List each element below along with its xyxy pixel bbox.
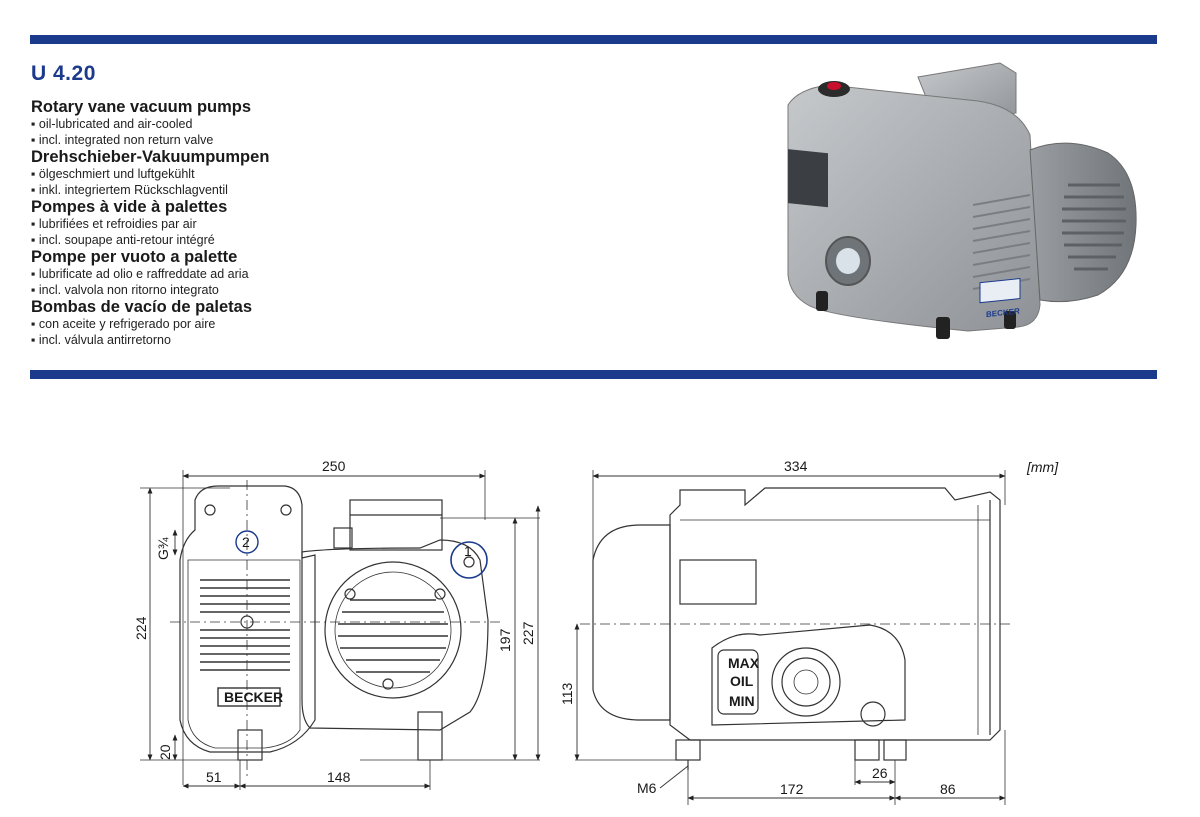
dim-front-height-mid: 197 <box>497 628 513 652</box>
oil-min-label: MIN <box>729 693 755 709</box>
dim-front-foot: 20 <box>157 744 173 760</box>
dim-front-offset-left: 51 <box>206 769 222 785</box>
description-bullet: ▪ con aceite y refrigerado por aire <box>31 317 216 331</box>
front-view <box>140 470 541 790</box>
dim-front-thread: G¾ <box>155 537 171 560</box>
bottom-divider-bar <box>30 370 1157 379</box>
description-title: Rotary vane vacuum pumps <box>31 98 252 116</box>
description-bullet: ▪ incl. integrated non return valve <box>31 132 214 147</box>
description-title: Bombas de vacío de paletas <box>31 298 253 316</box>
dim-side-foot-width: 26 <box>872 765 888 781</box>
dim-front-offset-mid: 148 <box>327 769 351 785</box>
callout-2: 2 <box>242 534 250 550</box>
description-block: Pompe per vuoto a palette▪ lubrificate a… <box>31 248 631 298</box>
dim-front-height-right: 227 <box>520 621 536 645</box>
oil-max-label: MAX <box>728 655 760 671</box>
dim-side-rear: 86 <box>940 781 956 797</box>
description-block: Bombas de vacío de paletas▪ con aceite y… <box>31 298 631 348</box>
dim-side-axis-height: 113 <box>559 682 575 705</box>
description-bullet: ▪ lubrificate ad olio e raffreddate ad a… <box>31 267 249 281</box>
description-block: Pompes à vide à palettes▪ lubrifiées et … <box>31 198 631 248</box>
description-bullet: ▪ ölgeschmiert und luftgekühlt <box>31 167 195 181</box>
description-bullet: ▪ oil-lubricated and air-cooled <box>31 117 193 131</box>
description-list: Rotary vane vacuum pumps▪ oil-lubricated… <box>31 98 631 348</box>
dim-side-base: 172 <box>780 781 804 797</box>
front-brand-label: BECKER <box>224 689 283 705</box>
description-title: Drehschieber-Vakuumpumpen <box>31 148 270 166</box>
description-block: Drehschieber-Vakuumpumpen▪ ölgeschmiert … <box>31 148 631 198</box>
oil-label: OIL <box>730 673 754 689</box>
description-bullet: ▪ lubrifiées et refroidies par air <box>31 217 197 231</box>
top-divider-bar <box>30 35 1157 44</box>
sight-glass-icon <box>836 248 860 274</box>
description-title: Pompe per vuoto a palette <box>31 248 238 266</box>
photo-brand-label: BECKER <box>986 307 1020 320</box>
oil-cap-icon <box>827 82 841 90</box>
dim-side-thread: M6 <box>637 780 657 796</box>
dim-front-width: 250 <box>322 458 346 474</box>
description-bullet: ▪ incl. válvula antirretorno <box>31 332 171 347</box>
pump-photo: BECKER <box>787 62 1137 339</box>
callout-1: 1 <box>464 543 472 559</box>
side-view <box>574 470 1010 805</box>
dim-front-height-total: 224 <box>133 616 149 640</box>
model-title: U 4.20 <box>31 62 96 85</box>
description-bullet: ▪ inkl. integriertem Rückschlagventil <box>31 182 228 197</box>
unit-label: [mm] <box>1026 459 1059 475</box>
description-bullet: ▪ incl. soupape anti-retour intégré <box>31 232 215 247</box>
dim-side-length: 334 <box>784 458 808 474</box>
cover-grille <box>1062 183 1126 271</box>
description-title: Pompes à vide à palettes <box>31 198 228 216</box>
description-bullet: ▪ incl. valvola non ritorno integrato <box>31 282 219 297</box>
description-block: Rotary vane vacuum pumps▪ oil-lubricated… <box>31 98 631 148</box>
